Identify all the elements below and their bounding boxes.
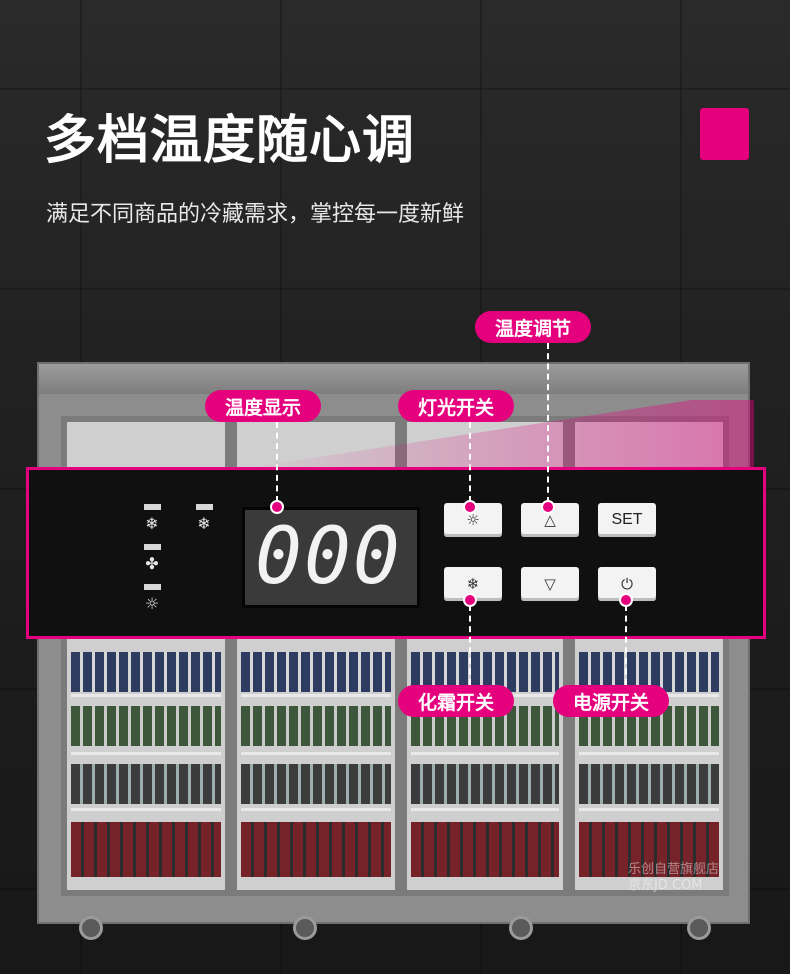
light-icon: ☼ <box>144 594 160 613</box>
callout-line <box>547 343 549 503</box>
callout-line <box>469 605 471 685</box>
set-button[interactable]: SET <box>598 503 656 537</box>
headline: 多档温度随心调 <box>44 111 416 171</box>
callout-line <box>276 422 278 502</box>
control-panel: ❄ ❄ ✤ ☼ 000 ☼ △ SET ❄ ▽ ⏻ <box>26 467 766 639</box>
indicator-bar <box>144 544 161 550</box>
callout-temp-display: 温度显示 <box>205 390 322 422</box>
snowflake-icon: ❄ <box>145 514 159 533</box>
set-label: SET <box>611 511 643 528</box>
callout-defrost-switch: 化霜开关 <box>398 685 515 717</box>
store-watermark: 乐创自营旗舰店 京东JD.COM <box>628 862 719 894</box>
light-icon: ☼ <box>466 511 480 529</box>
up-triangle-icon: △ <box>544 511 556 529</box>
display-digits: 000 <box>255 512 402 602</box>
indicator-bar <box>144 584 161 590</box>
callout-line <box>625 605 627 685</box>
callout-temp-adjust: 温度调节 <box>475 311 592 343</box>
indicator-bar <box>196 504 213 510</box>
callout-dot <box>541 500 555 514</box>
accent-square <box>700 108 749 160</box>
callout-dot <box>270 500 284 514</box>
snowflake-icon: ❄ <box>197 514 211 533</box>
fridge-top <box>39 364 748 394</box>
wheel <box>509 916 533 940</box>
indicator-bar <box>144 504 161 510</box>
temperature-display: 000 <box>242 507 420 608</box>
wheel <box>687 916 711 940</box>
subheadline: 满足不同商品的冷藏需求，掌控每一度新鲜 <box>46 202 465 227</box>
callout-power-switch: 电源开关 <box>553 685 670 717</box>
callout-line <box>469 422 471 502</box>
wheel <box>79 916 103 940</box>
callout-light-switch: 灯光开关 <box>398 390 515 422</box>
down-triangle-icon: ▽ <box>544 575 556 593</box>
callout-dot <box>463 500 477 514</box>
temp-down-button[interactable]: ▽ <box>521 567 579 601</box>
wheel <box>293 916 317 940</box>
power-icon: ⏻ <box>621 575 633 593</box>
watermark-line-1: 乐创自营旗舰店 <box>628 862 720 877</box>
defrost-icon: ❄ <box>466 575 480 593</box>
watermark-line-2: 京东JD.COM <box>628 878 703 893</box>
fan-icon: ✤ <box>145 554 159 573</box>
